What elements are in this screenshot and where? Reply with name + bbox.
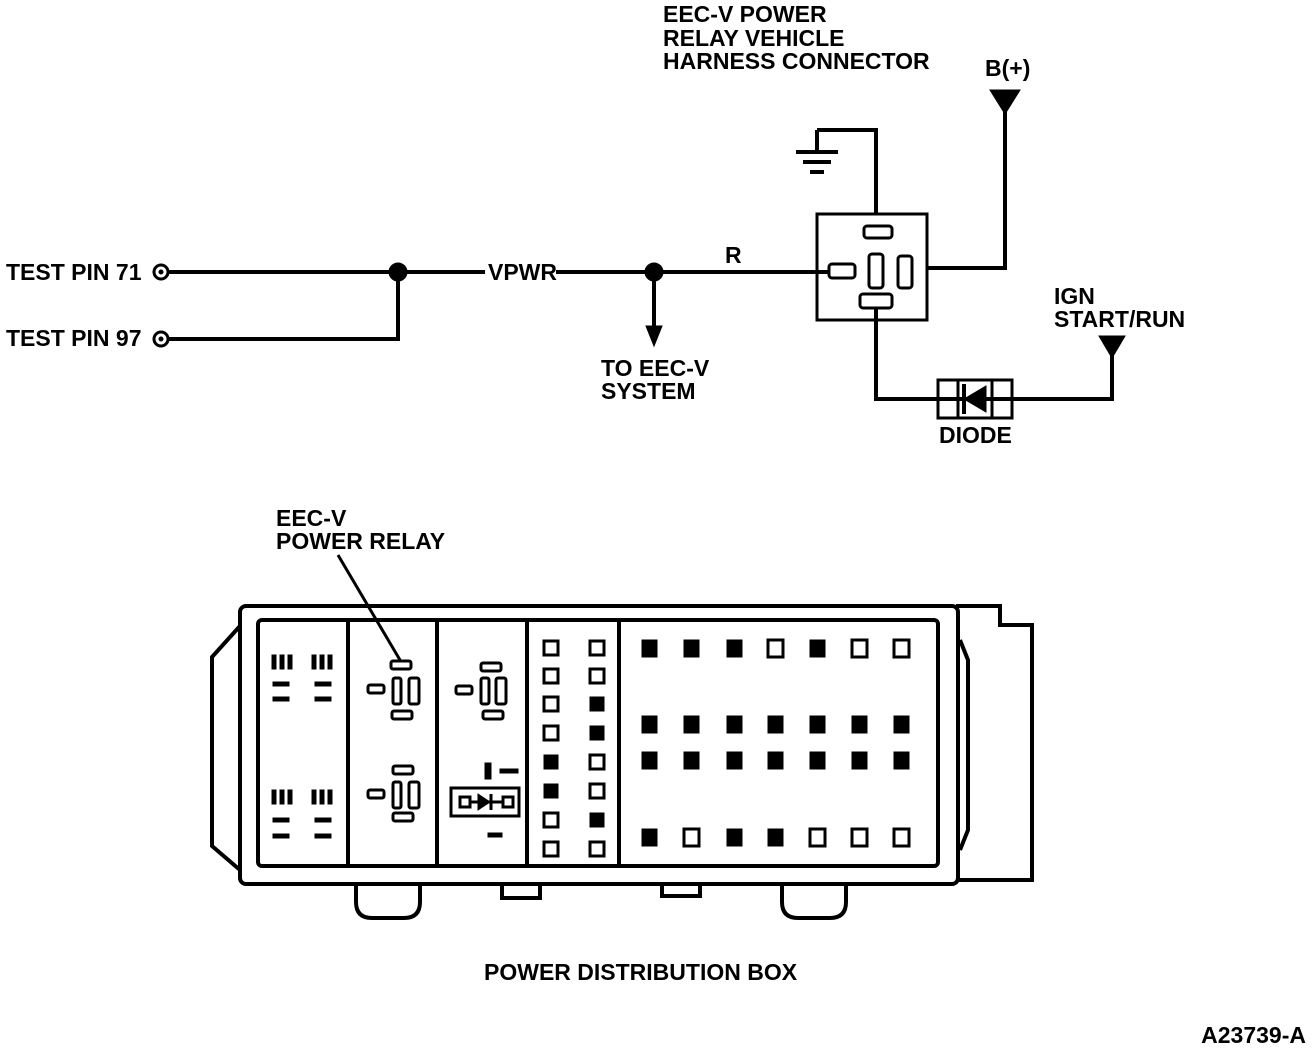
pdb-diode-icon (449, 786, 521, 818)
schematic: EEC-V POWER RELAY VEHICLE HARNESS CONNEC… (6, 1, 1185, 448)
wire-color-label: R (725, 242, 742, 268)
connector-label-line-2: RELAY VEHICLE (663, 25, 845, 51)
to-system-label-line-1: TO EEC-V (601, 355, 710, 381)
connector-label-line-3: HARNESS CONNECTOR (663, 48, 930, 74)
maxifuse-column (542, 639, 606, 858)
ign-label-line-2: START/RUN (1054, 306, 1185, 332)
battery-terminal-icon (989, 89, 1021, 115)
pdb-title: POWER DISTRIBUTION BOX (484, 959, 798, 985)
relay-pin-top (862, 224, 894, 240)
battery-wire (926, 112, 1007, 270)
to-system-label-line-2: SYSTEM (601, 378, 696, 404)
relay-pin-center (867, 252, 885, 290)
minifuse-section (271, 654, 333, 839)
mount-foot-2 (500, 884, 542, 900)
relay-pin-right (896, 254, 914, 290)
pdb-housing (238, 604, 960, 886)
ign-wire (1012, 356, 1114, 401)
ign-terminal-icon (1098, 335, 1126, 359)
mount-foot-4 (780, 884, 848, 920)
power-distribution-box: EEC-V POWER RELAY (210, 505, 1034, 985)
arrow-down-icon (645, 325, 663, 348)
ign-label-line-1: IGN (1054, 283, 1095, 309)
relay-socket-3 (454, 661, 508, 721)
figure-id: A23739-A (1201, 1022, 1306, 1048)
mount-foot-1 (354, 884, 422, 920)
battery-label: B(+) (985, 55, 1030, 81)
pdb-cover (256, 618, 940, 868)
relay-socket-2 (366, 764, 421, 823)
vpwr-label: VPWR (488, 259, 557, 285)
test-pin-71-label: TEST PIN 71 (6, 259, 142, 285)
diode-wire-left (874, 308, 938, 401)
diode-icon (936, 378, 1014, 420)
connector-label-line-1: EEC-V POWER (663, 1, 827, 27)
right-latch (956, 604, 1034, 882)
relay-callout-line-2: POWER RELAY (276, 528, 445, 554)
fuse-grid (641, 638, 911, 848)
mount-foot-3 (660, 884, 702, 898)
ground-wire (817, 128, 878, 226)
test-pin-97-label: TEST PIN 97 (6, 325, 141, 351)
ground-icon (796, 130, 838, 174)
left-latch (210, 624, 242, 872)
relay-connector (815, 212, 929, 322)
relay-callout-line-1: EEC-V (276, 505, 347, 531)
test-pin-97-wire (168, 272, 400, 341)
splice-point-1 (388, 262, 408, 282)
eec-v-power-relay (366, 659, 421, 721)
diode-label: DIODE (939, 422, 1012, 448)
